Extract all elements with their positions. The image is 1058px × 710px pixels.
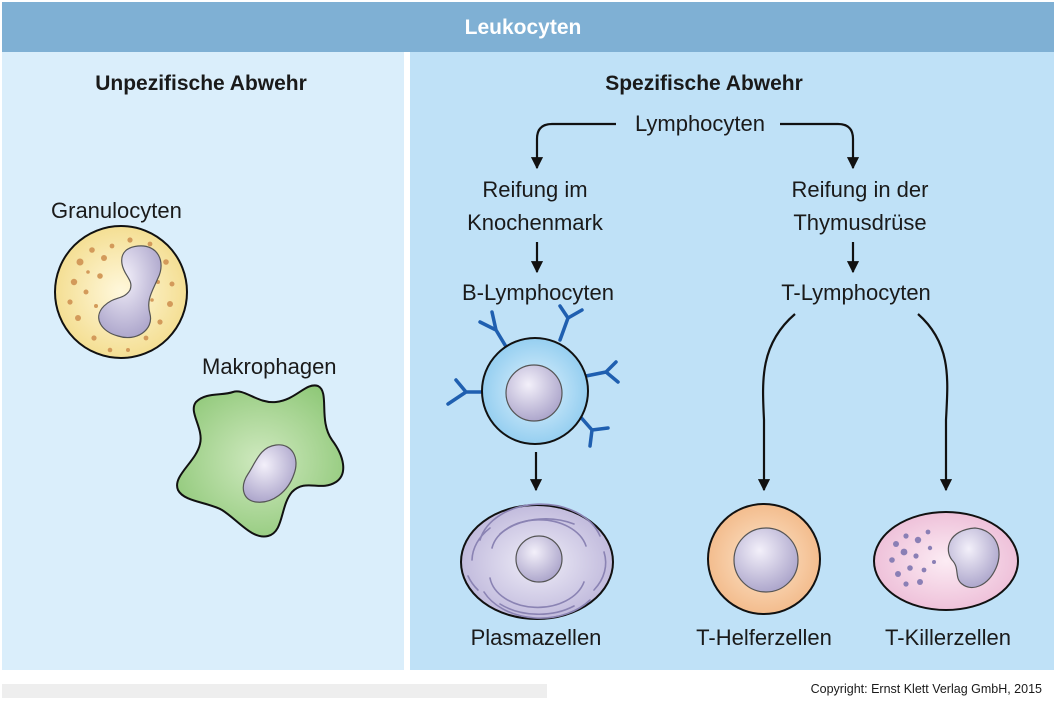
arrow-to-thymus [780, 122, 860, 170]
t-lymph-label: T-Lymphocyten [781, 280, 931, 305]
plasma-label: Plasmazellen [471, 625, 602, 650]
t-helper-cell [707, 503, 821, 615]
plasma-cell [460, 503, 614, 620]
copyright-text: Copyright: Ernst Klett Verlag GmbH, 2015 [811, 682, 1042, 696]
arrow-to-bone-marrow [530, 122, 616, 170]
footer-strip [2, 684, 547, 698]
right-heading: Spezifische Abwehr [605, 72, 803, 95]
granulocyte-cell [54, 225, 188, 359]
bone-marrow-line-2: Knochenmark [467, 210, 604, 235]
antibody-icons [446, 304, 620, 448]
header-title: Leukocyten [465, 16, 582, 39]
macrophage-label: Makrophagen [202, 354, 337, 379]
thymus-line-1: Reifung in der [792, 177, 929, 202]
granulocyte-label: Granulocyten [51, 198, 182, 223]
header-bar [2, 2, 1054, 52]
b-lymph-label: B-Lymphocyten [462, 280, 614, 305]
lymphocytes-label: Lymphocyten [635, 111, 765, 136]
b-lymphocyte-cell [446, 304, 620, 448]
left-heading: Unpezifische Abwehr [95, 72, 307, 95]
macrophage-cell [176, 384, 345, 538]
t-killer-label: T-Killerzellen [885, 625, 1011, 650]
t-helper-label: T-Helferzellen [696, 625, 832, 650]
thymus-line-2: Thymusdrüse [793, 210, 926, 235]
t-killer-cell [873, 511, 1019, 611]
left-panel [2, 52, 404, 670]
arrow-to-t-killer [917, 313, 953, 492]
bone-marrow-line-1: Reifung im [482, 177, 587, 202]
arrow-to-t-helper [757, 313, 796, 492]
